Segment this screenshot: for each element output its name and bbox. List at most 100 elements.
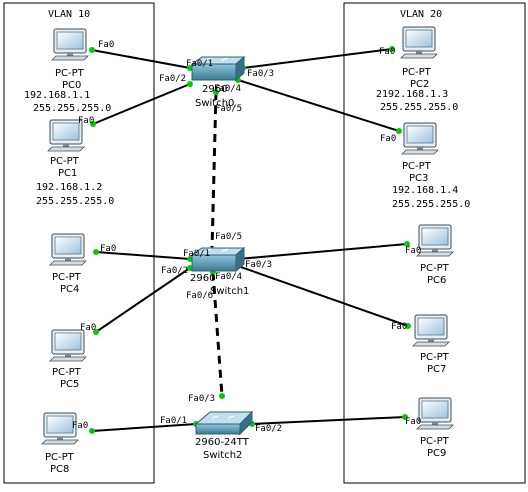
pc-icon	[401, 122, 439, 155]
pc-type-label: PC-PT	[402, 161, 432, 172]
pc-icon	[51, 28, 89, 61]
pc-mask-label: 255.255.255.0	[380, 102, 458, 113]
pc-name-label: PC5	[60, 379, 79, 390]
endpoint-dot	[89, 47, 95, 53]
pc-type-label: PC-PT	[420, 436, 450, 447]
pc-type-label: PC-PT	[45, 452, 75, 463]
pc-name-label: PC7	[427, 364, 446, 375]
endpoint-dot	[93, 329, 99, 335]
port-label: Fa0/1	[183, 249, 210, 259]
port-label: Fa0/5	[215, 232, 242, 242]
pc-type-label: PC-PT	[402, 67, 432, 78]
port-label: Fa0	[405, 417, 421, 427]
pc-type-label: PC-PT	[420, 352, 450, 363]
pc-type-label: PC-PT	[420, 263, 450, 274]
port-label: Fa0	[391, 322, 407, 332]
switch-model: 2960	[202, 84, 227, 95]
pc-mask-label: 255.255.255.0	[392, 199, 470, 210]
link-pc0-sw0[interactable]	[91, 49, 191, 69]
link-sw1-pc6[interactable]	[237, 243, 408, 260]
port-label: Fa0/3	[188, 394, 215, 404]
pc-mask-label: 255.255.255.0	[33, 103, 111, 114]
port-label: Fa0/4	[214, 84, 241, 94]
port-label: Fa0/6	[186, 291, 213, 301]
pc-name-label: PC2	[410, 79, 429, 90]
port-label: Fa0/3	[247, 69, 274, 79]
port-label: Fa0/5	[215, 104, 242, 114]
port-label: Fa0	[100, 244, 116, 254]
pc-name-label: PC6	[427, 275, 446, 286]
endpoint-dot	[404, 241, 410, 247]
pc-ip-label: 2192.168.1.3	[376, 89, 448, 100]
port-label: Fa0	[72, 421, 88, 431]
link-pc1-sw0[interactable]	[92, 83, 191, 125]
switch-model: 2960-24TT	[195, 437, 250, 448]
endpoint-dot	[89, 428, 95, 434]
endpoint-dot	[187, 81, 193, 87]
port-label: Fa0	[80, 323, 96, 333]
port-label: Fa0/2	[255, 424, 282, 434]
pc-name-label: PC8	[50, 464, 69, 475]
switch-0[interactable]: Fa0/1 Fa0/2 Fa0/3 Fa0/4 Fa0/5 2960 Switc…	[159, 55, 274, 114]
port-label: Fa0/2	[161, 266, 188, 276]
port-label: Fa0/2	[159, 74, 186, 84]
link-endpoints	[89, 46, 411, 434]
link-sw1-pc7[interactable]	[237, 265, 409, 327]
link-sw0-sw1[interactable]	[210, 91, 218, 251]
pc-icon	[49, 329, 87, 362]
port-label: Fa0/4	[215, 272, 242, 282]
link-sw2-pc9[interactable]	[251, 416, 406, 425]
pc-icon	[41, 412, 79, 445]
pc-mask-label: 255.255.255.0	[36, 196, 114, 207]
pc-layer: Fa0PC-PTPC0192.168.1.1255.255.255.0Fa0PC…	[24, 26, 470, 475]
pc-icon	[400, 26, 438, 59]
link-sw0-pc3[interactable]	[237, 79, 400, 132]
switch-name: Switch2	[203, 450, 242, 461]
pc-ip-label: 192.168.1.2	[36, 182, 102, 193]
switch-model: 2960	[190, 273, 215, 284]
pc-name-label: PC9	[427, 448, 446, 459]
pc-type-label: PC-PT	[55, 68, 85, 79]
link-sw0-pc2[interactable]	[242, 48, 393, 69]
pc-ip-label: 192.168.1.4	[392, 185, 458, 196]
endpoint-dot	[219, 393, 225, 399]
port-label: Fa0	[78, 116, 94, 126]
vlan20-box	[343, 2, 526, 484]
link-pc5-sw1[interactable]	[95, 267, 191, 333]
switch-name: Switch0	[195, 98, 234, 109]
endpoint-dot	[93, 249, 99, 255]
pc-name-label: PC0	[62, 80, 81, 91]
port-label: Fa0	[98, 40, 114, 50]
switch-2[interactable]: Fa0/1 Fa0/2 Fa0/3 2960-24TT Switch2	[160, 394, 282, 461]
pc-name-label: PC1	[58, 168, 77, 179]
port-label: Fa0	[379, 47, 395, 57]
endpoint-dot	[396, 128, 402, 134]
link-pc8-sw2[interactable]	[91, 423, 197, 432]
pc-type-label: PC-PT	[52, 367, 82, 378]
link-sw1-sw2[interactable]	[211, 271, 224, 397]
links	[91, 48, 409, 432]
pc-name-label: PC3	[409, 173, 428, 184]
pc-type-label: PC-PT	[50, 156, 80, 167]
switch-1[interactable]: Fa0/1 Fa0/2 Fa0/3 Fa0/4 Fa0/5 Fa0/6 2960…	[161, 232, 272, 301]
endpoint-dot	[90, 121, 96, 127]
pc-ip-label: 192.168.1.1	[24, 90, 90, 101]
port-label: Fa0	[405, 246, 421, 256]
endpoint-dot	[213, 89, 219, 95]
port-label: Fa0	[380, 134, 396, 144]
link-pc4-sw1[interactable]	[95, 251, 191, 260]
pc-type-label: PC-PT	[52, 272, 82, 283]
switch-name: Switch1	[210, 286, 249, 297]
port-label: Fa0/1	[186, 59, 213, 69]
